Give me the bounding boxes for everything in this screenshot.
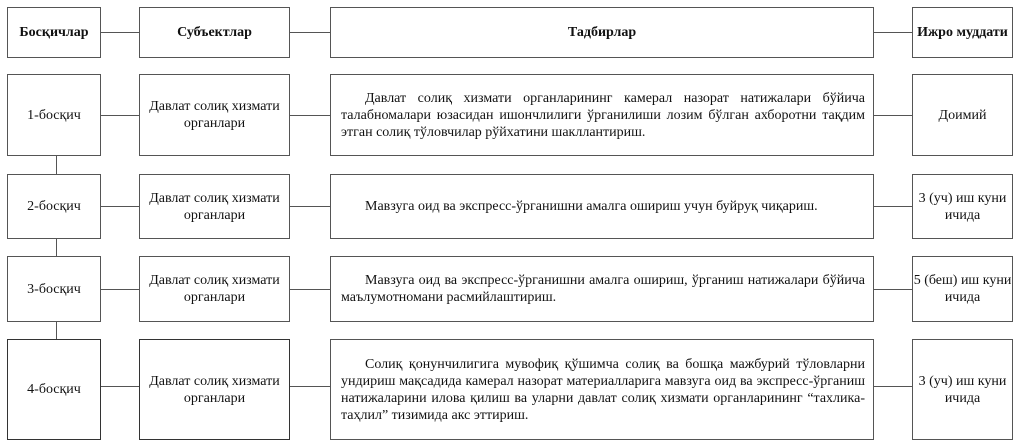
action-3: Мавзуга оид ва экспресс-ўрганишни амалга… [330,256,874,322]
stage-1: 1-босқич [7,74,101,156]
connector [101,206,139,207]
deadline-3: 5 (беш) иш куни ичида [912,256,1013,322]
subject-3: Давлат солиқ хизмати органлари [139,256,290,322]
connector [290,206,330,207]
action-4: Солиқ қонунчилигига мувофиқ қўшимча соли… [330,339,874,440]
action-2: Мавзуга оид ва экспресс-ўрганишни амалга… [330,174,874,239]
action-text: Мавзуга оид ва экспресс-ўрганишни амалга… [365,199,818,214]
connector [101,289,139,290]
subject-2: Давлат солиқ хизмати органлари [139,174,290,239]
stage-connector [56,156,57,174]
connector [290,386,330,387]
header-deadline: Ижро муддати [912,7,1013,58]
action-1: Давлат солиқ хизмати органларининг камер… [330,74,874,156]
stage-connector [56,239,57,256]
stage-2: 2-босқич [7,174,101,239]
stage-connector [56,322,57,339]
stage-4: 4-босқич [7,339,101,440]
deadline-1: Доимий [912,74,1013,156]
action-text: Солиқ қонунчилигига мувофиқ қўшимча соли… [341,356,865,423]
action-text: Давлат солиқ хизмати органларининг камер… [341,90,865,140]
deadline-4: 3 (уч) иш куни ичида [912,339,1013,440]
connector [874,206,912,207]
connector [874,289,912,290]
deadline-2: 3 (уч) иш куни ичида [912,174,1013,239]
header-stages: Босқичлар [7,7,101,58]
connector [874,115,912,116]
connector [874,32,912,33]
connector [290,115,330,116]
subject-1: Давлат солиқ хизмати органлари [139,74,290,156]
header-subjects: Субъектлар [139,7,290,58]
action-text: Мавзуга оид ва экспресс-ўрганишни амалга… [341,273,865,305]
connector [101,32,139,33]
subject-4: Давлат солиқ хизмати органлари [139,339,290,440]
connector [290,289,330,290]
stage-3: 3-босқич [7,256,101,322]
connector [101,115,139,116]
header-actions: Тадбирлар [330,7,874,58]
connector [290,32,330,33]
connector [874,386,912,387]
connector [101,386,139,387]
